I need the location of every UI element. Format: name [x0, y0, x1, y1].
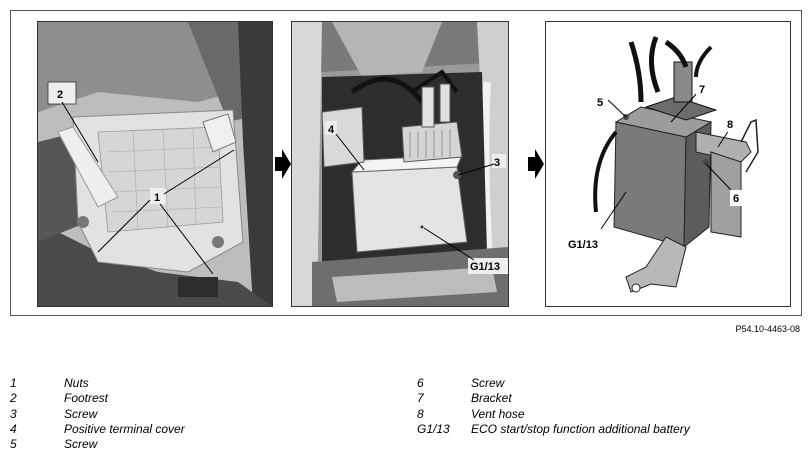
legend-text: Footrest: [64, 391, 109, 405]
legend-text: Positive terminal cover: [64, 422, 185, 436]
panel-battery-installed: 4 3 G1/13: [291, 21, 509, 307]
legend-number: 5: [10, 437, 17, 451]
panel-2-drawing: 4 3 G1/13: [292, 22, 508, 306]
legend-number: 4: [10, 422, 17, 436]
legend-number: 7: [417, 391, 424, 405]
label-5: 5: [597, 97, 603, 109]
label-3: 3: [494, 157, 500, 169]
panel-3-drawing: 5 7 8 6 G1/13: [546, 22, 790, 306]
label-6: 6: [733, 193, 739, 205]
label-1: 1: [154, 192, 160, 204]
label-2: 2: [57, 89, 63, 101]
arrow-right-icon: [528, 149, 544, 179]
label-g1-13: G1/13: [568, 239, 598, 251]
legend-text: Nuts: [64, 376, 89, 390]
legend-number: 8: [417, 407, 424, 421]
panel-battery-removed: 5 7 8 6 G1/13: [545, 21, 791, 307]
legend-number: 2: [10, 391, 17, 405]
legend-number: 6: [417, 376, 424, 390]
figure-reference-number: P54.10-4463-08: [735, 324, 800, 334]
panel-footrest-removal: 2 1: [37, 21, 273, 307]
label-4: 4: [328, 124, 335, 136]
legend-number: 3: [10, 407, 17, 421]
legend-text: Screw: [64, 407, 98, 421]
label-g1-13: G1/13: [470, 261, 500, 273]
arrow-right-icon: [275, 149, 291, 179]
legend-number: G1/13: [417, 422, 450, 436]
legend-text: Screw: [471, 376, 505, 390]
label-7: 7: [699, 84, 705, 96]
illustration-figure: 2 1: [10, 10, 802, 316]
label-8: 8: [727, 119, 733, 131]
legend-text: Vent hose: [471, 407, 525, 421]
legend-number: 1: [10, 376, 17, 390]
legend-text: Screw: [64, 437, 98, 451]
panel-1-drawing: 2 1: [38, 22, 272, 306]
legend-text: ECO start/stop function additional batte…: [471, 422, 690, 436]
legend-text: Bracket: [471, 391, 512, 405]
